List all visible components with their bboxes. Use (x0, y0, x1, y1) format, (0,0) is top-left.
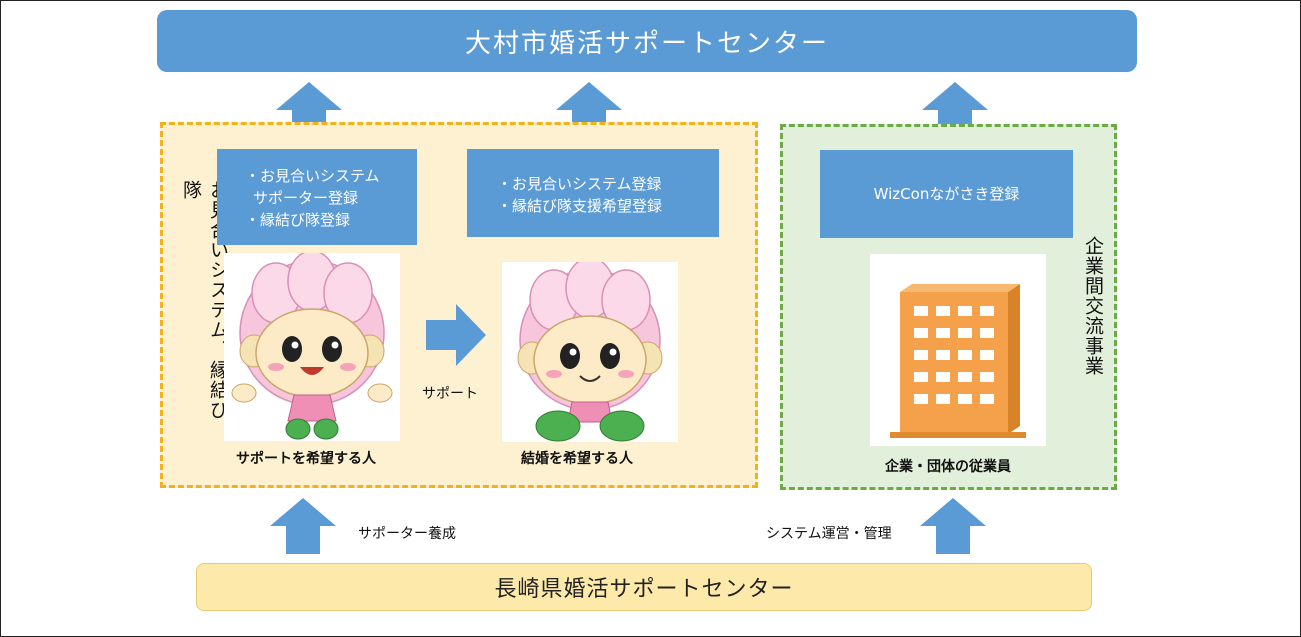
right-arrow-icon (426, 304, 486, 366)
company-building-image (870, 254, 1046, 446)
supporter-registration-box: ・お見合いシステム サポーター登録 ・縁結び隊登録 (217, 149, 417, 245)
box-line: ・縁結び隊支援希望登録 (497, 197, 663, 215)
wizcon-registration-box: WizConながさき登録 (820, 150, 1073, 238)
up-arrow-icon (270, 498, 336, 554)
flower-mascot-icon (231, 250, 393, 440)
up-arrow-icon (920, 498, 986, 554)
building-icon (890, 284, 1026, 438)
mascot-supporter-image (224, 250, 400, 441)
nagasaki-center-bar: 長崎県婚活サポートセンター (196, 563, 1092, 611)
supporter-training-label: サポーター養成 (358, 526, 456, 542)
employees-caption: 企業・団体の従業員 (885, 459, 1011, 475)
box-line: ・お見合いシステム登録 (497, 175, 662, 193)
mascot-marriage-image (502, 257, 678, 442)
nagasaki-center-title: 長崎県婚活サポートセンター (494, 577, 794, 602)
system-operation-label: システム運営・管理 (766, 526, 892, 542)
box-line: サポーター登録 (253, 189, 359, 207)
box-line: ・縁結び隊登録 (245, 211, 351, 229)
member-registration-box: ・お見合いシステム登録 ・縁結び隊支援希望登録 (467, 149, 719, 237)
omura-center-title: 大村市婚活サポートセンター (464, 28, 829, 59)
wizcon-registration-text: WizConながさき登録 (873, 185, 1020, 203)
supporter-caption: サポートを希望する人 (236, 451, 376, 467)
flower-mascot-icon (517, 257, 663, 442)
omura-center-bar: 大村市婚活サポートセンター (157, 10, 1137, 72)
marriage-caption: 結婚を希望する人 (521, 451, 633, 467)
corporate-vertical-label: 企業間交流事業 (1082, 236, 1104, 376)
box-line: ・お見合いシステム (245, 167, 380, 185)
support-label: サポート (422, 386, 478, 402)
